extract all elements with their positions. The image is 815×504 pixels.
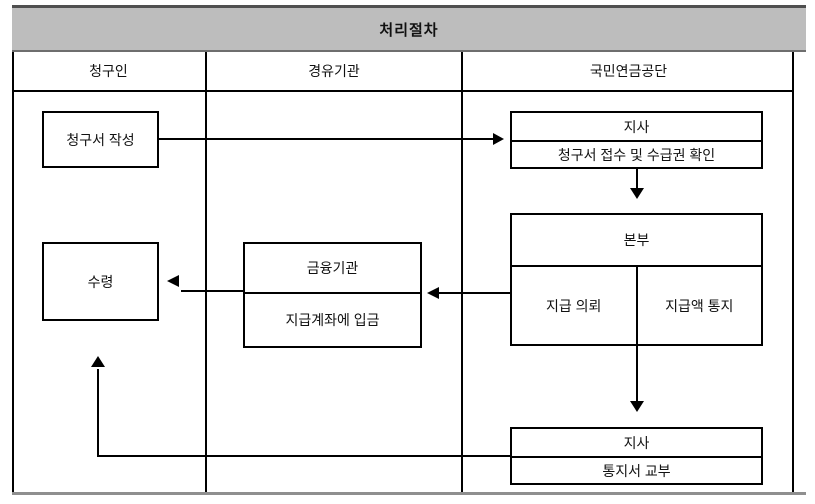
connector-claim-to-branch	[158, 138, 494, 140]
column-divider-1	[205, 52, 207, 492]
node-claim-write-label: 청구서 작성	[66, 131, 135, 148]
node-branch-issue-body: 통지서 교부	[602, 462, 671, 479]
node-headquarters-title: 본부	[512, 215, 761, 267]
connector-hq-to-bank	[439, 292, 510, 294]
node-claim-write: 청구서 작성	[42, 111, 159, 168]
arrow-left-icon	[167, 275, 179, 287]
node-financial-institution: 금융기관 지급계좌에 입금	[243, 242, 422, 348]
node-branch-issue-title: 지사	[512, 429, 761, 458]
column-header-claimant: 청구인	[12, 52, 205, 90]
table-frame	[12, 52, 794, 492]
column-divider-2	[461, 52, 463, 492]
column-header-nps-label: 국민연금공단	[589, 63, 668, 79]
column-header-intermediary-label: 경유기관	[308, 63, 360, 79]
node-receive-label: 수령	[87, 273, 114, 290]
node-headquarters: 본부 지급 의뢰 지급액 통지	[510, 213, 763, 346]
node-branch-receive-body: 청구서 접수 및 수급권 확인	[557, 146, 716, 163]
connector-branch-to-hq	[636, 169, 638, 189]
connector-issue-to-receive-horizontal	[97, 455, 511, 457]
connector-bank-to-receive	[181, 290, 243, 292]
connector-issue-to-receive-vertical	[97, 369, 99, 457]
column-header-claimant-label: 청구인	[89, 63, 128, 79]
arrow-right-icon	[493, 133, 504, 145]
node-financial-institution-body: 지급계좌에 입금	[285, 312, 380, 328]
column-header-nps: 국민연금공단	[463, 52, 794, 90]
table-bottom-border	[12, 492, 806, 495]
node-payment-amount-notice: 지급액 통지	[665, 297, 734, 314]
node-financial-institution-title: 금융기관	[245, 244, 420, 294]
arrow-left-icon	[427, 287, 439, 299]
node-receive: 수령	[42, 242, 159, 321]
column-header-intermediary: 경유기관	[207, 52, 461, 90]
diagram-title: 처리절차	[379, 21, 439, 39]
diagram-title-bar: 처리절차	[12, 5, 806, 52]
node-branch-receive-title: 지사	[512, 113, 761, 142]
node-branch-receive: 지사 청구서 접수 및 수급권 확인	[510, 111, 763, 169]
arrow-down-icon	[630, 401, 644, 412]
node-branch-issue: 지사 통지서 교부	[510, 427, 763, 485]
connector-hq-to-branch-issue	[636, 346, 638, 402]
node-payment-request: 지급 의뢰	[512, 267, 638, 344]
arrow-down-icon	[630, 188, 644, 199]
arrow-up-icon	[91, 356, 105, 367]
node-headquarters-subcells: 지급 의뢰 지급액 통지	[512, 267, 761, 344]
header-row-underline	[12, 90, 794, 92]
